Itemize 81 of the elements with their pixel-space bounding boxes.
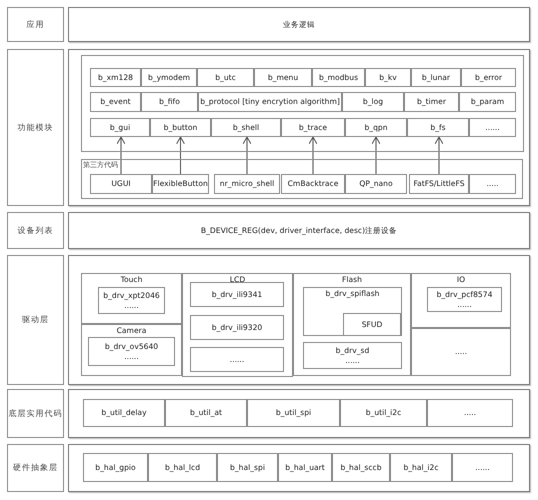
layer-label-box: [7, 212, 64, 249]
module-box: [411, 68, 461, 87]
util-box: [165, 399, 247, 427]
layer-label-box: [7, 49, 64, 206]
hal-box: [83, 453, 148, 482]
library-box: [214, 174, 280, 194]
driver-box: [88, 337, 175, 366]
library-box: [281, 174, 345, 194]
layer-label-box: [7, 255, 64, 385]
module-box: [90, 68, 141, 87]
module-box: [459, 92, 516, 112]
library-box: [345, 174, 407, 194]
driver-box: [427, 287, 502, 312]
layer-box: [68, 49, 530, 206]
arrow: [116, 136, 126, 174]
layer-label: 功能模块: [18, 122, 54, 132]
layer-label: 硬件抽象层: [13, 463, 58, 473]
layer-label: 驱动层: [22, 315, 49, 325]
module-box: [342, 92, 404, 112]
driver-group-box: [293, 273, 411, 376]
driver-box: [303, 287, 402, 336]
module-box: [312, 68, 365, 87]
driver-box: [303, 342, 402, 369]
module-box: [141, 68, 197, 87]
layer-label-box: [7, 389, 64, 438]
library-box: [90, 174, 152, 194]
module-box: [461, 68, 516, 87]
module-box: [90, 92, 141, 112]
util-box: [427, 399, 513, 427]
module-box: [281, 118, 345, 137]
library-box: [469, 174, 516, 194]
module-box: [198, 92, 342, 112]
layer-label: 底层实用代码: [8, 408, 62, 418]
module-box: [345, 118, 407, 137]
driver-group-box: [182, 273, 293, 377]
driver-box: [190, 315, 284, 340]
module-box: [365, 68, 411, 87]
module-box: [254, 68, 312, 87]
util-box: [247, 399, 340, 427]
util-box: [340, 399, 427, 427]
driver-box: [190, 282, 284, 307]
layer-box: [68, 7, 530, 42]
layer-label: 应用: [26, 20, 44, 30]
util-box: [83, 399, 165, 427]
hal-box: [148, 453, 217, 482]
library-box: [409, 174, 469, 194]
module-box: [211, 118, 281, 137]
driver-box: [190, 347, 284, 372]
layer-label: 设备列表: [18, 226, 54, 236]
module-box: [197, 68, 254, 87]
layer-label-box: [7, 7, 64, 42]
driver-box: [343, 313, 401, 336]
library-box: [152, 174, 209, 194]
module-group-box: [81, 55, 524, 152]
arrow: [308, 136, 318, 174]
layer-box: [68, 212, 530, 249]
arrow: [242, 136, 252, 174]
layer-box: [68, 389, 530, 438]
hal-box: [332, 453, 390, 482]
module-box: [469, 118, 516, 137]
driver-group-box: [81, 324, 182, 376]
arrow: [434, 136, 444, 174]
driver-box: [98, 287, 165, 314]
arrow: [176, 136, 185, 174]
layer-box: [68, 444, 530, 492]
arrow: [372, 136, 380, 174]
module-box: [407, 118, 469, 137]
hal-box: [278, 453, 332, 482]
module-box: [150, 118, 211, 137]
module-box: [141, 92, 198, 112]
hal-box: [217, 453, 278, 482]
layer-box: [68, 255, 530, 385]
third-party-group-box: [81, 159, 523, 199]
driver-group-box: [81, 273, 182, 324]
driver-group-box: [411, 328, 511, 376]
hal-box: [452, 453, 513, 482]
layer-label-box: [7, 444, 64, 492]
module-box: [404, 92, 459, 112]
driver-group-box: [411, 273, 511, 328]
module-box: [90, 118, 150, 137]
hal-box: [390, 453, 452, 482]
